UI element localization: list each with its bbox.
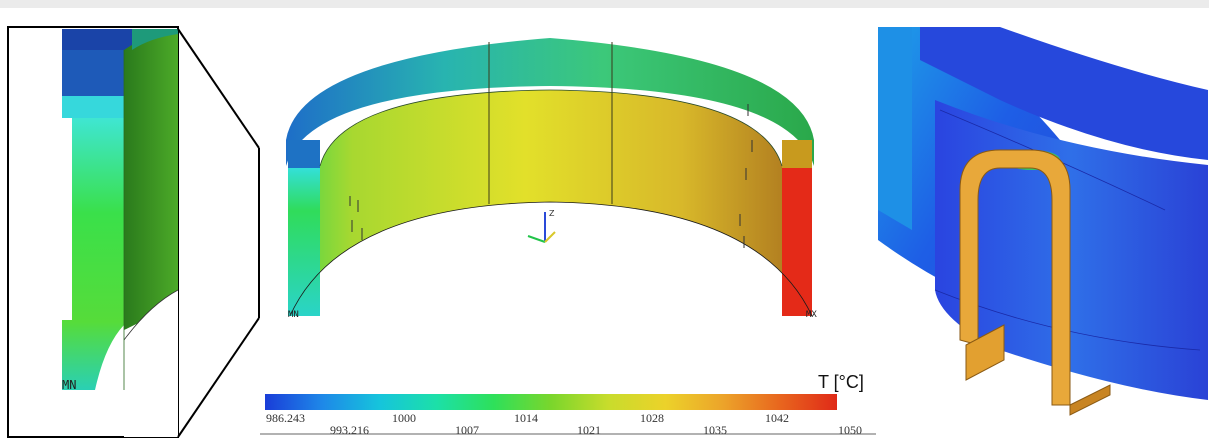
coordinate-triad: Z (527, 209, 556, 243)
probe-marks (349, 104, 753, 248)
legend-lower-label-4: 1050 (838, 423, 862, 437)
ring-top-rim (286, 38, 814, 166)
ring-min-marker: MN (288, 310, 299, 320)
ring-max-marker: MX (806, 310, 817, 320)
legend-lower-label-0: 993.216 (330, 423, 369, 437)
legend-title: T [°C] (818, 372, 864, 392)
ring-right-cut-face (782, 166, 812, 316)
legend-upper-label-1: 1000 (392, 411, 416, 425)
legend-upper-label-2: 1014 (514, 411, 538, 425)
ring-inner-wall (290, 90, 812, 316)
u-clamp (959, 149, 1111, 416)
closeup-top-face (920, 27, 1208, 160)
legend-upper-label-4: 1042 (765, 411, 789, 425)
detail-side-face (124, 29, 178, 330)
detail-strip (62, 118, 124, 390)
color-legend: T [°C] 986.243 1000 1014 1028 1042 993.216 10… (260, 372, 876, 437)
legend-lower-label-3: 1035 (703, 423, 727, 437)
detail-collar (62, 96, 124, 118)
detail-min-marker: MN (62, 378, 76, 392)
section-closeup: MX (878, 27, 1208, 437)
ring-left-cut-face (288, 166, 320, 316)
ring-model: Z MN MX (286, 38, 817, 320)
legend-lower-label-2: 1021 (577, 423, 601, 437)
zoom-connector (177, 28, 260, 438)
legend-upper-label-0: 986.243 (266, 411, 305, 425)
detail-zoom-panel: MN (7, 26, 179, 438)
legend-color-bar (265, 394, 837, 410)
legend-upper-label-3: 1028 (640, 411, 664, 425)
legend-lower-label-1: 1007 (455, 423, 479, 437)
svg-text:Z: Z (549, 209, 555, 218)
